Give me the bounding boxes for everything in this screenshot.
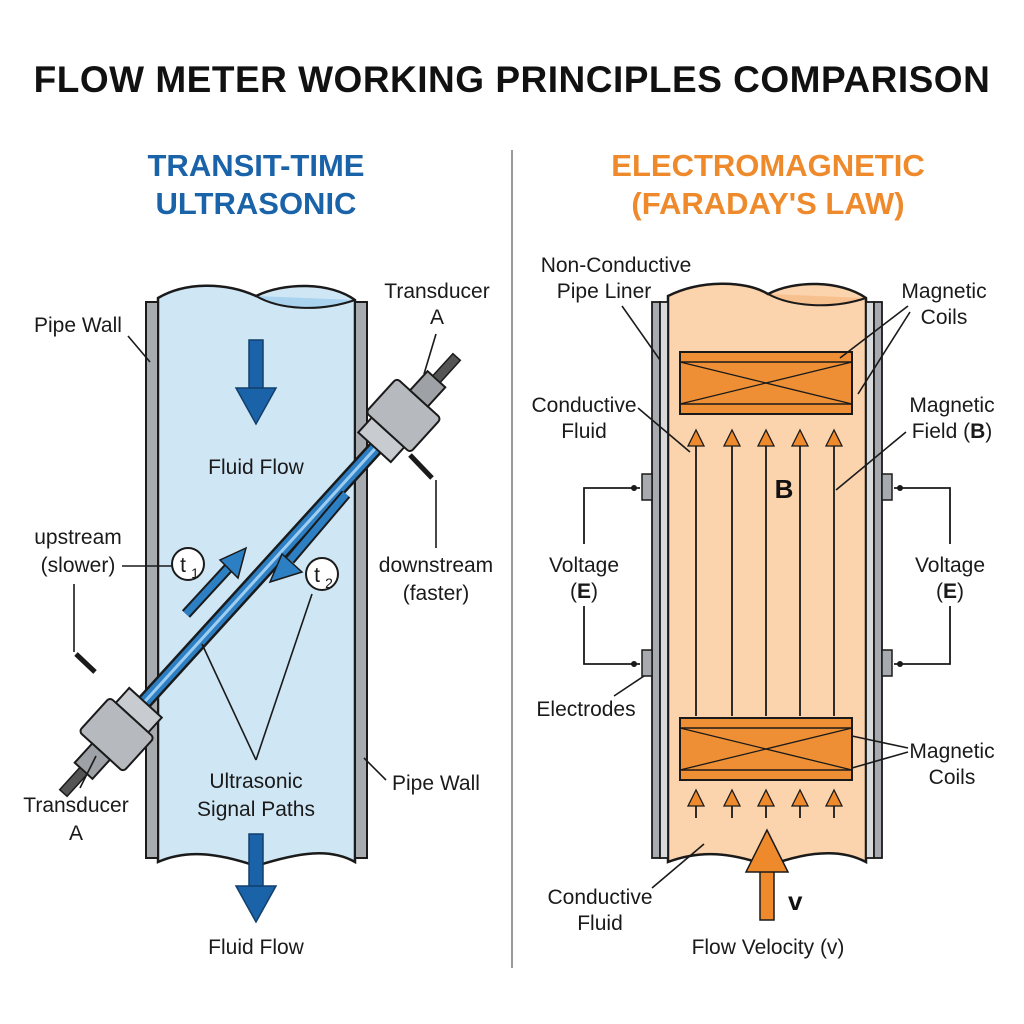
magnetic-field-lines [686,428,844,716]
coils-bottom-leader-a [851,735,909,749]
signal-paths-label-line2: Signal Paths [197,798,315,821]
pipe-wall-right-leader [363,757,387,781]
magnetic-coil-top [679,351,853,415]
svg-text:t: t [314,564,320,587]
signal-paths-leader-right [255,593,313,761]
voltage-circuit-left [583,487,640,665]
flow-velocity-arrow [744,828,790,921]
svg-text:1: 1 [191,565,199,581]
field-symbol-b: B [775,474,794,504]
transducer-bottom-label-line1: Transducer [23,794,128,817]
upstream-signal-arrow [181,546,248,618]
voltage-circuit-right [894,487,951,665]
ultrasonic-pipe-wall-right [354,301,368,859]
ultrasonic-pipe-opening [255,295,356,309]
pipe-wall-right-label: Pipe Wall [392,772,480,795]
pipe-wall-left-leader [127,335,151,363]
signal-paths-leader-left [201,643,257,761]
transducer-top [356,352,462,464]
coils-top-leader-b [857,311,911,395]
svg-text:t: t [180,554,186,577]
coils-top-label-line1: Magnetic [901,280,986,303]
ultrasonic-heading-line1: TRANSIT-TIME [148,148,365,183]
field-leader [835,431,907,491]
electromagnetic-pipe-opening [767,293,867,307]
t2-marker: t 2 [305,557,339,591]
upstream-label-line1: upstream [34,526,122,549]
field-label-line1: Magnetic [909,394,994,417]
voltage-left-label-line2: (E) [570,580,598,603]
voltage-right-label-line2: (E) [936,580,964,603]
inflow-arrows [686,788,844,818]
fluid-flow-top-label: Fluid Flow [208,456,305,479]
liner-label-line2: Pipe Liner [557,280,652,303]
fluid-flow-arrow-bottom [234,833,278,924]
transducer-bottom-stub [74,652,97,674]
conductive-fluid-top-leader [637,407,691,453]
conductive-fluid-bottom-leader [651,843,705,889]
transducer-bottom [58,686,164,798]
transducer-bottom-label-line2: A [69,822,83,845]
voltage-left-label-line1: Voltage [549,554,619,577]
transducer-bottom-leader [79,755,97,789]
pipe-liner-right [865,301,875,859]
fluid-flow-arrow-top [234,339,278,426]
downstream-signal-arrow [268,490,351,584]
voltage-right-label-line1: Voltage [915,554,985,577]
magnetic-coil-bottom [679,717,853,781]
downstream-label-line1: downstream [379,554,493,577]
transducer-top-leader [423,333,437,375]
electrode-left-bottom [641,649,653,677]
ultrasonic-pipe-wall-left [145,301,159,859]
ultrasonic-panel: TRANSIT-TIME ULTRASONIC [23,148,493,959]
t1-marker: t 1 [171,547,205,581]
upstream-label-line2: (slower) [41,554,116,577]
pipe-liner-left [651,301,661,859]
fluid-flow-bottom-label: Fluid Flow [208,936,305,959]
svg-text:2: 2 [325,575,333,591]
electromagnetic-heading-line1: ELECTROMAGNETIC [611,148,924,183]
electrodes-leader [613,675,645,697]
flow-velocity-label: Flow Velocity (v) [692,936,845,959]
electrode-left-top [641,473,653,501]
liner-label-line1: Non-Conductive [541,254,692,277]
downstream-label-line2: (faster) [403,582,470,605]
pipe-wall-left-label: Pipe Wall [34,314,122,337]
transducer-top-label-line1: Transducer [384,280,489,303]
coils-top-leader-a [839,305,909,359]
electrode-right-bottom [881,649,893,677]
field-label-line2: Field (B) [912,420,993,443]
coils-bottom-label-line1: Magnetic [909,740,994,763]
conductive-fluid-bottom-label-line1: Conductive [547,886,652,909]
transducer-top-label-line2: A [430,306,444,329]
conductive-fluid-top-label-line2: Fluid [561,420,607,443]
ultrasonic-heading-line2: ULTRASONIC [156,186,357,221]
coils-bottom-label-line2: Coils [929,766,976,789]
page-title: FLOW METER WORKING PRINCIPLES COMPARISON [34,59,991,100]
signal-paths-label-line1: Ultrasonic [209,770,302,793]
liner-leader [621,305,661,361]
coils-top-label-line2: Coils [921,306,968,329]
transducer-top-stub [408,453,434,480]
electrodes-label: Electrodes [536,698,635,721]
conductive-fluid-top-label-line1: Conductive [531,394,636,417]
electromagnetic-heading-line2: (FARADAY'S LAW) [631,186,904,221]
electromagnetic-panel: ELECTROMAGNETIC (FARADAY'S LAW) [531,148,994,959]
coils-bottom-leader-b [851,751,909,769]
conductive-fluid-bottom-label-line2: Fluid [577,912,623,935]
electrode-right-top [881,473,893,501]
velocity-symbol-v: v [788,886,803,916]
